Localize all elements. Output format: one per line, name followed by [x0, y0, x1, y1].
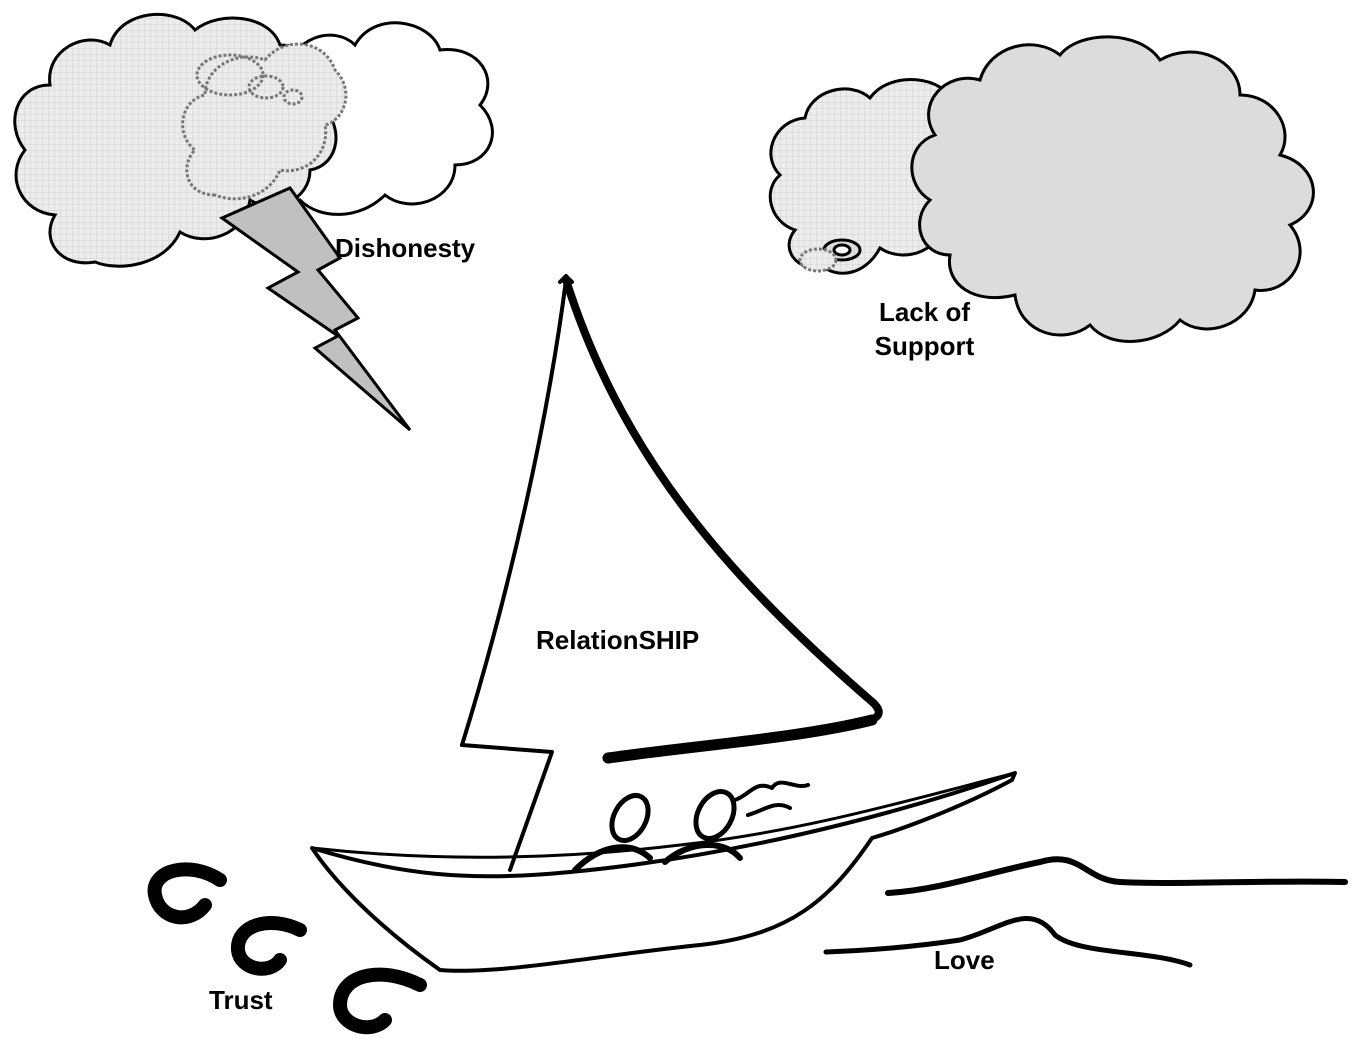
relationship-label: RelationSHIP — [536, 625, 700, 655]
person-head-right — [693, 789, 737, 841]
person-body-right — [662, 842, 743, 865]
person-head-left — [609, 793, 651, 843]
wave-curl-1 — [147, 862, 227, 925]
sail-foot — [602, 714, 878, 764]
gray-cloud-icon — [768, 35, 1315, 343]
dishonesty-label: Dishonesty — [335, 233, 476, 263]
lack-of-support-line: Lack of — [878, 297, 971, 327]
trust-label: Trust — [209, 985, 273, 1015]
hull — [310, 771, 1017, 973]
person-body-left — [572, 844, 653, 873]
thought-bubble-medium — [247, 74, 285, 100]
thought-bubble-small — [282, 88, 304, 106]
wave-curl-2 — [231, 915, 307, 976]
storm-cloud-icon — [13, 12, 494, 432]
sail-right-edge — [562, 276, 883, 726]
wave-curl-3 — [332, 967, 427, 1035]
waves-icon — [147, 856, 1348, 1035]
thought-bubble-large — [195, 53, 265, 97]
sea-line-lower — [823, 916, 1193, 968]
storm-thought-cloud — [181, 42, 348, 201]
ring-shadow — [798, 247, 838, 273]
sail-peak — [558, 274, 574, 284]
lack-of-support-line: Support — [874, 330, 975, 361]
person-hair — [733, 780, 810, 817]
sailboat-icon — [310, 274, 1017, 973]
sail-left-edge — [460, 278, 568, 747]
love-label: Love — [934, 945, 995, 975]
large-gray-cloud — [910, 35, 1315, 343]
mast — [460, 743, 554, 872]
ring-inner — [832, 243, 852, 257]
sea-line-upper — [885, 856, 1348, 896]
lightning-bolt-icon — [218, 186, 412, 432]
gunwale — [310, 771, 1017, 859]
